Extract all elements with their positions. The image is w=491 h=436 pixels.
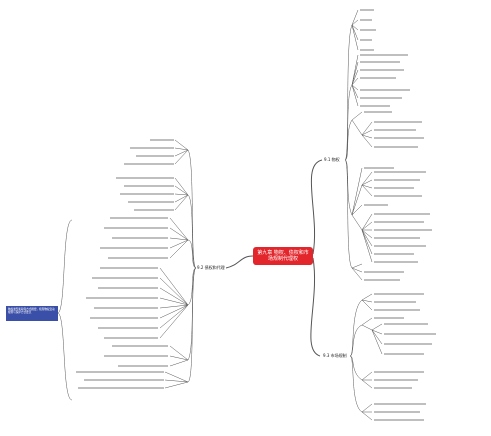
text-line <box>360 61 400 63</box>
text-line <box>116 177 174 179</box>
text-line <box>364 204 388 206</box>
note-line2: 规则与保护方式要点 <box>8 310 32 314</box>
text-line <box>86 297 158 299</box>
text-line <box>104 227 168 229</box>
text-line <box>374 301 416 303</box>
text-line <box>384 353 424 355</box>
text-line <box>374 171 426 173</box>
text-line <box>374 213 430 215</box>
central-topic-line2: 场规制代理权 <box>267 256 298 262</box>
text-line <box>136 155 174 157</box>
text-line <box>98 287 158 289</box>
text-line <box>360 77 396 79</box>
text-line <box>374 261 418 263</box>
text-line <box>134 209 174 211</box>
text-line <box>374 403 426 405</box>
text-line <box>374 137 424 139</box>
text-line <box>112 237 168 239</box>
text-line <box>360 9 374 11</box>
text-line <box>374 253 414 255</box>
text-line <box>118 365 168 367</box>
text-line <box>374 237 420 239</box>
text-line <box>374 187 414 189</box>
branch-property-rights[interactable]: 9.1 物权 <box>323 157 341 163</box>
text-line <box>374 309 420 311</box>
text-line <box>104 355 168 357</box>
text-line <box>100 247 168 249</box>
text-line <box>374 129 416 131</box>
text-line <box>360 105 390 107</box>
text-line <box>108 257 168 259</box>
text-line <box>84 379 164 381</box>
branch-market-regulation[interactable]: 9.3 市场规制 <box>322 353 348 359</box>
text-line <box>374 411 420 413</box>
text-line <box>76 371 164 373</box>
text-line <box>374 379 418 381</box>
text-line <box>98 327 158 329</box>
text-line <box>374 419 424 421</box>
text-line <box>360 19 372 21</box>
text-line <box>360 97 402 99</box>
text-line <box>374 245 426 247</box>
text-line <box>374 229 432 231</box>
text-line <box>374 387 412 389</box>
text-line <box>360 54 408 56</box>
text-line <box>374 146 418 148</box>
text-line <box>384 333 436 335</box>
central-topic[interactable]: 第九章 物权、债权和市 场规制代理权 <box>253 247 313 265</box>
text-line <box>384 323 428 325</box>
text-line <box>78 387 164 389</box>
note-line1: 物权类型和取得方式概要，梳理物权变动 <box>8 307 55 311</box>
text-line <box>360 39 372 41</box>
text-line <box>360 49 374 51</box>
text-line <box>374 293 424 295</box>
text-line <box>130 147 174 149</box>
text-line <box>124 163 174 165</box>
text-line <box>374 179 420 181</box>
text-line <box>124 185 174 187</box>
text-line <box>110 217 168 219</box>
text-line <box>374 195 422 197</box>
text-line <box>384 343 432 345</box>
text-line <box>374 121 422 123</box>
central-topic-line1: 第九章 物权、债权和市 <box>257 250 309 256</box>
highlight-note[interactable]: 物权类型和取得方式概要，梳理物权变动 规则与保护方式要点 <box>6 306 58 321</box>
text-line <box>150 139 174 141</box>
text-line <box>94 307 158 309</box>
text-line <box>120 193 174 195</box>
text-line <box>104 337 158 339</box>
text-line <box>364 279 400 281</box>
text-line <box>112 345 168 347</box>
text-line <box>100 267 158 269</box>
text-line <box>128 201 174 203</box>
branch-creditor-agency[interactable]: 9.2 债权和代理 <box>196 265 226 271</box>
text-line <box>360 29 376 31</box>
text-line <box>374 371 424 373</box>
text-line <box>90 317 158 319</box>
text-line <box>364 167 394 169</box>
text-line <box>364 271 404 273</box>
text-line <box>360 89 410 91</box>
text-line <box>360 69 404 71</box>
text-line <box>374 221 424 223</box>
text-line <box>92 277 158 279</box>
text-line <box>374 317 404 319</box>
text-line <box>364 111 392 113</box>
